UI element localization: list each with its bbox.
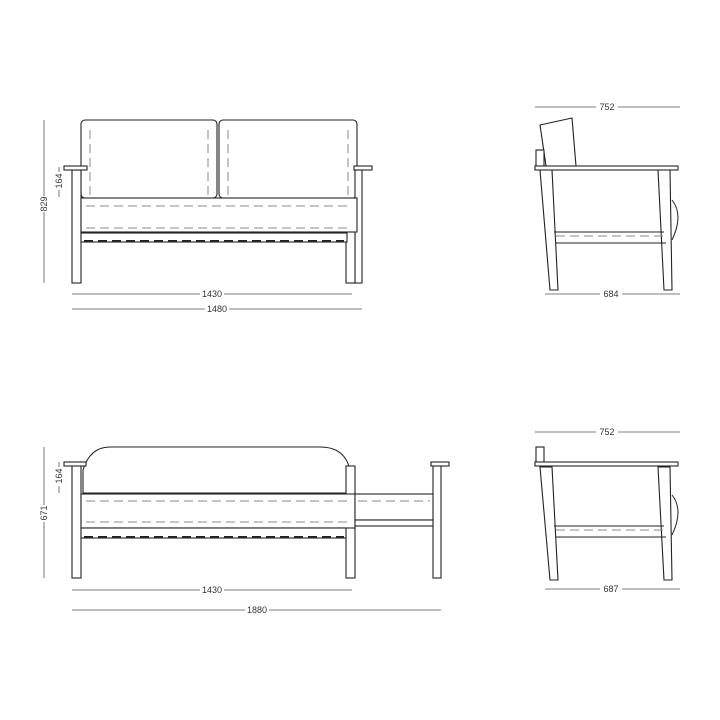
dimension-top-depth: 752	[599, 427, 614, 437]
seat-cushion	[80, 197, 358, 233]
dimension-inner-width: 1430	[202, 289, 222, 299]
side-view-extended: 752 687	[534, 427, 680, 594]
backrest	[539, 117, 577, 167]
armrest-left	[63, 461, 87, 467]
back-leg	[657, 169, 673, 291]
back-post	[535, 149, 545, 169]
armrest-right	[353, 165, 373, 171]
dimension-inner-width: 1430	[202, 585, 222, 595]
armrest	[534, 165, 679, 171]
front-leg	[539, 466, 559, 581]
back-post	[535, 446, 545, 464]
front-leg	[539, 169, 559, 291]
dimension-base-depth: 687	[603, 584, 618, 594]
back-leg	[657, 466, 673, 581]
dimension-overall-width: 1880	[247, 605, 267, 615]
extension-seat	[354, 493, 434, 521]
dimension-top-depth: 752	[599, 102, 614, 112]
back-cushion	[82, 446, 351, 494]
armrest	[534, 461, 679, 467]
leg-left	[71, 464, 82, 579]
side-view-standard: 752 684	[534, 102, 680, 299]
armrest-left	[63, 165, 88, 171]
extension-rail	[354, 519, 434, 527]
dimension-overall-width: 1480	[207, 304, 227, 314]
dimension-base-depth: 684	[603, 289, 618, 299]
dimension-height: 829	[39, 196, 49, 211]
leg-left	[71, 169, 82, 284]
dimension-arm-height: 164	[54, 468, 64, 483]
back-cushion-left	[80, 119, 218, 199]
seat-cushion	[80, 493, 356, 529]
leg-right	[432, 464, 442, 579]
dimension-height: 671	[39, 505, 49, 520]
armrest-right	[430, 461, 450, 467]
front-view-standard: 829 164 1430 1480	[39, 119, 373, 314]
front-view-extended: 671 164 1430 1880	[39, 446, 450, 615]
back-cushion-right	[218, 119, 358, 199]
dimension-arm-height: 164	[54, 173, 64, 188]
